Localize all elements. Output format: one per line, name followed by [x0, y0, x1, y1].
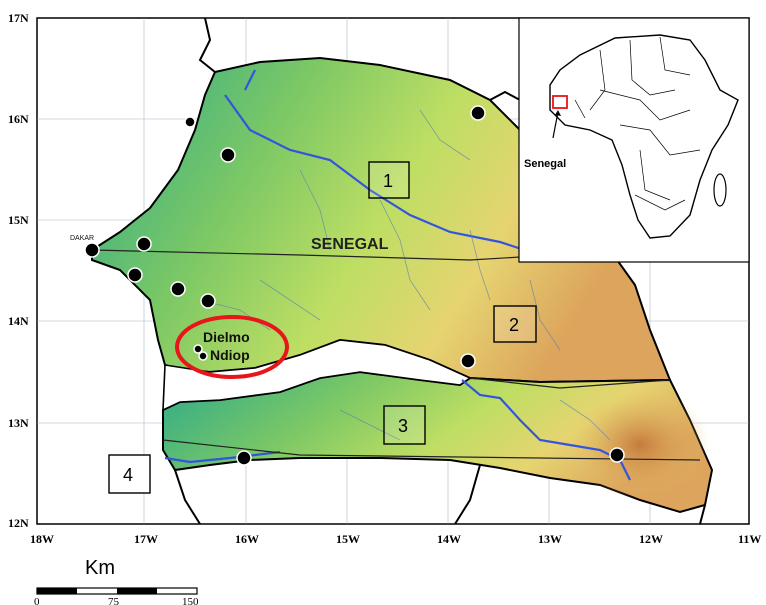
site-marker-dakar — [84, 242, 100, 258]
dielmo-label: Dielmo — [203, 329, 250, 345]
zone-box-2: 2 — [493, 305, 537, 343]
lon-label-17w: 17W — [134, 532, 158, 546]
zone-box-1: 1 — [368, 161, 410, 199]
scale-bar-segment-1 — [37, 588, 77, 594]
dakar-label: DAKAR — [70, 235, 94, 242]
senegal-pointer-arrowhead — [555, 110, 561, 116]
zone-box-4: 4 — [108, 454, 151, 494]
site-marker-fatick — [170, 281, 186, 297]
zone-box-3: 3 — [383, 405, 426, 445]
zone-label-3: 3 — [398, 416, 408, 436]
madagascar-outline — [713, 173, 727, 207]
zone-label-4: 4 — [123, 465, 133, 485]
site-marker-kaolack — [200, 293, 216, 309]
site-marker-tambacounda — [460, 353, 476, 369]
study-area-ring — [175, 315, 289, 379]
lon-label-18w: 18W — [30, 532, 54, 546]
scale-tick-75: 75 — [108, 596, 120, 605]
lat-label-12n: 12N — [8, 516, 29, 530]
longitude-labels: 18W 17W 16W 15W 14W 13W 12W 11W — [30, 532, 761, 546]
lon-label-14w: 14W — [437, 532, 461, 546]
zone-label-1: 1 — [383, 171, 393, 191]
site-marker-kedougou — [609, 447, 625, 463]
site-marker-ziguinchor — [236, 450, 252, 466]
senegal-pointer-arrow — [552, 111, 559, 139]
latitude-labels: 17N 16N 15N 14N 13N 12N — [8, 11, 29, 530]
lat-label-17n: 17N — [8, 11, 29, 25]
lon-label-15w: 15W — [336, 532, 360, 546]
lon-label-12w: 12W — [639, 532, 663, 546]
scale-tick-0: 0 — [34, 596, 40, 605]
site-marker-mbour — [127, 267, 143, 283]
lon-label-16w: 16W — [235, 532, 259, 546]
neighbour-borders — [174, 17, 706, 525]
scale-bar-segment-3 — [117, 588, 157, 594]
lat-label-15n: 15N — [8, 213, 29, 227]
lat-label-13n: 13N — [8, 416, 29, 430]
ndiop-label: Ndiop — [210, 347, 250, 363]
site-marker-louga — [220, 147, 236, 163]
lat-label-14n: 14N — [8, 314, 29, 328]
africa-inset: Senegal — [518, 17, 750, 263]
site-marker-saint-louis — [184, 116, 196, 128]
site-marker-ndiop — [198, 351, 208, 361]
country-label: SENEGAL — [311, 236, 389, 253]
lon-label-13w: 13W — [538, 532, 562, 546]
highland-shading — [570, 390, 710, 500]
inset-senegal-label: Senegal — [524, 158, 566, 170]
lon-label-11w: 11W — [738, 532, 761, 546]
site-marker-podor — [470, 105, 486, 121]
zone-label-2: 2 — [509, 315, 519, 335]
africa-outline — [549, 34, 739, 239]
lat-label-16n: 16N — [8, 112, 29, 126]
site-markers — [84, 105, 625, 466]
inset-internal-borders — [574, 36, 701, 211]
site-marker-dielmo — [193, 344, 203, 354]
scale-bar: Km 0 75 150 — [34, 557, 199, 605]
site-marker-thies — [136, 236, 152, 252]
scale-tick-150: 150 — [182, 596, 199, 605]
senegal-locator-box — [552, 95, 568, 109]
gambia-enclave — [162, 339, 472, 412]
scale-bar-title: Km — [85, 557, 115, 579]
